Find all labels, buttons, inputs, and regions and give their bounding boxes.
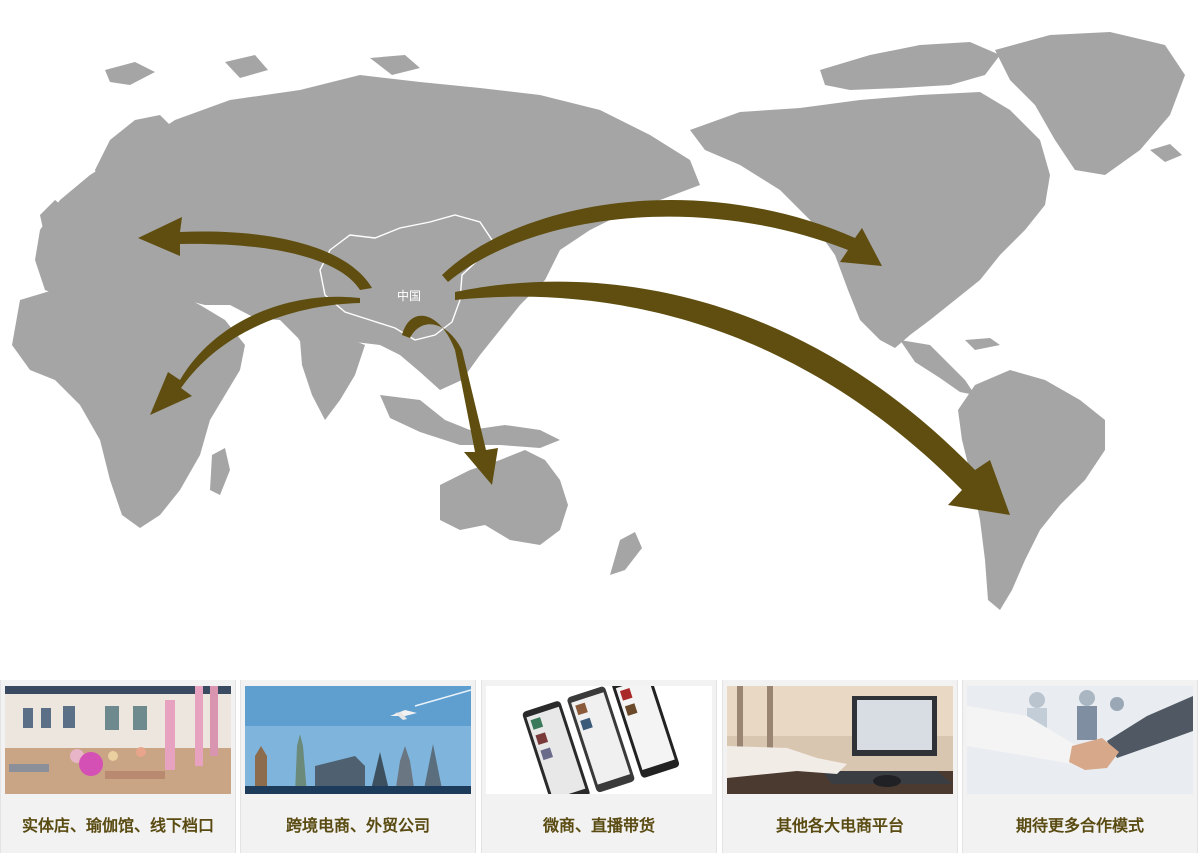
landmass-africa [12, 282, 245, 528]
landmass-india [300, 335, 365, 420]
landmass-new-zealand [610, 532, 642, 575]
landmass-iceland [1150, 144, 1182, 162]
channel-label: 期待更多合作模式 [1015, 816, 1144, 835]
china-border [319, 214, 493, 341]
yoga-studio-photo [5, 686, 231, 794]
landmass-australia [440, 450, 568, 545]
channel-card-physical-store[interactable]: 实体店、瑜伽馆、线下档口 [0, 680, 236, 853]
laptop-typing-photo [727, 686, 953, 794]
landmass-southeast-asia [380, 395, 560, 448]
landmass-british-isles [40, 200, 68, 238]
arrow-to-south-america [455, 281, 1010, 515]
channel-card-more-cooperation[interactable]: 期待更多合作模式 [962, 680, 1198, 853]
handshake-photo [967, 686, 1193, 794]
channel-label: 其他各大电商平台 [775, 816, 904, 835]
channel-card-cross-border[interactable]: 跨境电商、外贸公司 [240, 680, 476, 853]
channel-label: 跨境电商、外贸公司 [285, 816, 430, 835]
landmass-greenland [995, 32, 1185, 175]
arrow-to-africa [150, 296, 360, 415]
landmass-arctic-islands [105, 55, 420, 85]
landmass-arctic-archipelago [820, 42, 1000, 90]
landmass-north-america [690, 92, 1050, 348]
landmass-caribbean [965, 338, 1000, 350]
world-landmarks-airplane-photo [245, 686, 471, 794]
landmass-south-america [958, 370, 1105, 610]
channel-label: 微商、直播带货 [542, 816, 655, 835]
world-map: 中国 [12, 32, 1185, 610]
arrow-to-australia [402, 315, 498, 485]
landmass-central-america [900, 340, 975, 395]
landmass-scandinavia [95, 115, 175, 195]
origin-label-china: 中国 [397, 288, 421, 303]
channel-label: 实体店、瑜伽馆、线下档口 [21, 816, 214, 835]
arrow-to-europe [138, 217, 372, 290]
arrow-to-north-america [442, 200, 882, 282]
channel-card-other-platforms[interactable]: 其他各大电商平台 [722, 680, 958, 853]
landmass-eurasia [35, 75, 700, 390]
landmass-madagascar [210, 448, 230, 495]
channel-cards: 实体店、瑜伽馆、线下档口 跨境电商、外贸公司 [0, 680, 1200, 853]
mobile-app-screens-photo [486, 686, 712, 794]
channel-card-wechat-live[interactable]: 微商、直播带货 [481, 680, 717, 853]
